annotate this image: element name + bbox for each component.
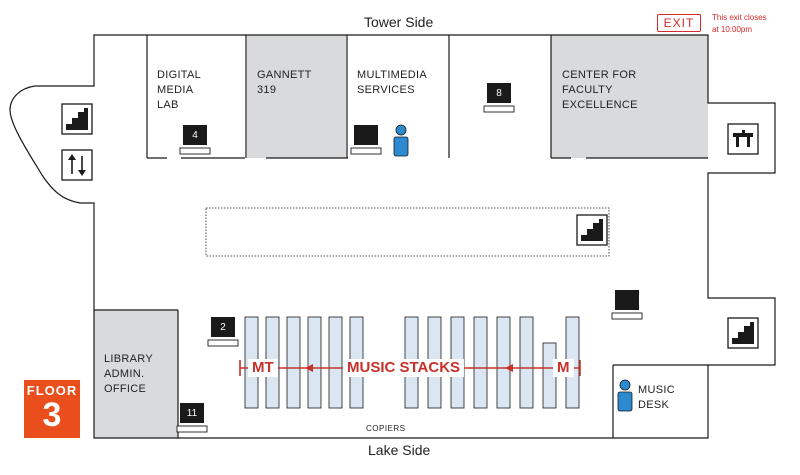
computer-number: 11 [186, 408, 198, 419]
computer-icon[interactable] [350, 125, 382, 155]
library-admin-label: LIBRARY ADMIN. OFFICE [104, 353, 153, 395]
atrium-opening [205, 207, 610, 257]
computer-number: 8 [496, 88, 502, 99]
stacks-title: MUSIC STACKS [343, 359, 465, 377]
stacks-end-label: M [553, 359, 574, 377]
outer-wall [9, 34, 776, 439]
stack-shelf[interactable] [519, 316, 534, 409]
floor-word: FLOOR [26, 383, 78, 398]
exit-note: This exit closes at 10:00pm [712, 12, 792, 36]
person-icon [617, 379, 633, 412]
stairs-icon[interactable] [61, 103, 93, 135]
computer-icon[interactable] [179, 125, 211, 155]
stack-shelf[interactable] [496, 316, 511, 409]
cfe-label: CENTER FOR FACULTY EXCELLENCE [562, 69, 638, 111]
person-icon [393, 124, 409, 157]
exit-note-line1: This exit closes [712, 13, 767, 22]
music-desk-label: MUSIC DESK [638, 384, 675, 411]
gannett-label: GANNETT 319 [257, 69, 312, 96]
stairs-icon[interactable] [576, 214, 608, 246]
computer-icon[interactable] [176, 403, 208, 433]
cfe-room[interactable] [551, 35, 708, 158]
floor-badge: FLOOR 3 [24, 380, 80, 438]
multimedia-services-label: MULTIMEDIA SERVICES [357, 69, 428, 96]
elevator-icon[interactable] [61, 149, 93, 181]
stack-shelf[interactable] [307, 316, 322, 409]
exit-note-line2: at 10:00pm [712, 25, 753, 34]
lake-side-label: Lake Side [368, 442, 431, 458]
computer-icon[interactable] [483, 83, 515, 113]
floor-number: 3 [42, 396, 62, 434]
computer-number: 2 [220, 322, 226, 333]
computer-icon[interactable] [611, 290, 643, 320]
computer-icon[interactable] [207, 317, 239, 347]
room-walls [94, 35, 708, 438]
digital-media-lab-label: DIGITAL MEDIA LAB [157, 69, 202, 111]
gannett-room[interactable] [247, 35, 346, 158]
restroom-sink-icon[interactable] [727, 123, 759, 155]
tower-side-label: Tower Side [364, 14, 434, 30]
stack-shelf[interactable] [328, 316, 343, 409]
stairs-icon[interactable] [727, 317, 759, 349]
stacks-start-label: MT [248, 359, 278, 377]
exit-sign: EXIT [657, 14, 701, 32]
copiers-label: COPIERS [366, 424, 406, 433]
computer-number: 4 [192, 130, 198, 141]
stack-shelf[interactable] [286, 316, 301, 409]
library-admin-room[interactable] [94, 310, 178, 438]
stack-shelf[interactable] [473, 316, 488, 409]
